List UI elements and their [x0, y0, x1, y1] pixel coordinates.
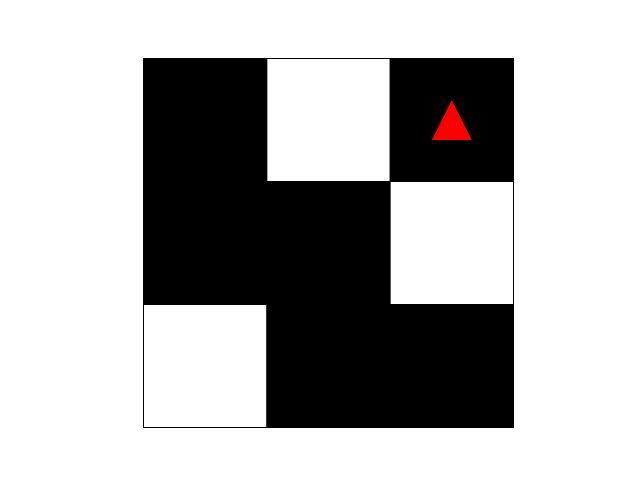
- grid-cell-r0-c1-white: [266, 58, 391, 182]
- grid-cell-r0-c0-black: [143, 58, 268, 182]
- grid-cell-r2-c0-white: [143, 304, 268, 428]
- board-border: [143, 58, 514, 428]
- grid-cell-r2-c1-black: [266, 304, 391, 428]
- grid-cell-r1-c1-black: [266, 181, 391, 305]
- grid-cells: [143, 58, 514, 428]
- grid-cell-r2-c2-black: [389, 304, 514, 428]
- agent-triangle-icon: [431, 100, 472, 140]
- grid-cell-r1-c0-black: [143, 181, 268, 305]
- grid-cell-r1-c2-white: [389, 181, 514, 305]
